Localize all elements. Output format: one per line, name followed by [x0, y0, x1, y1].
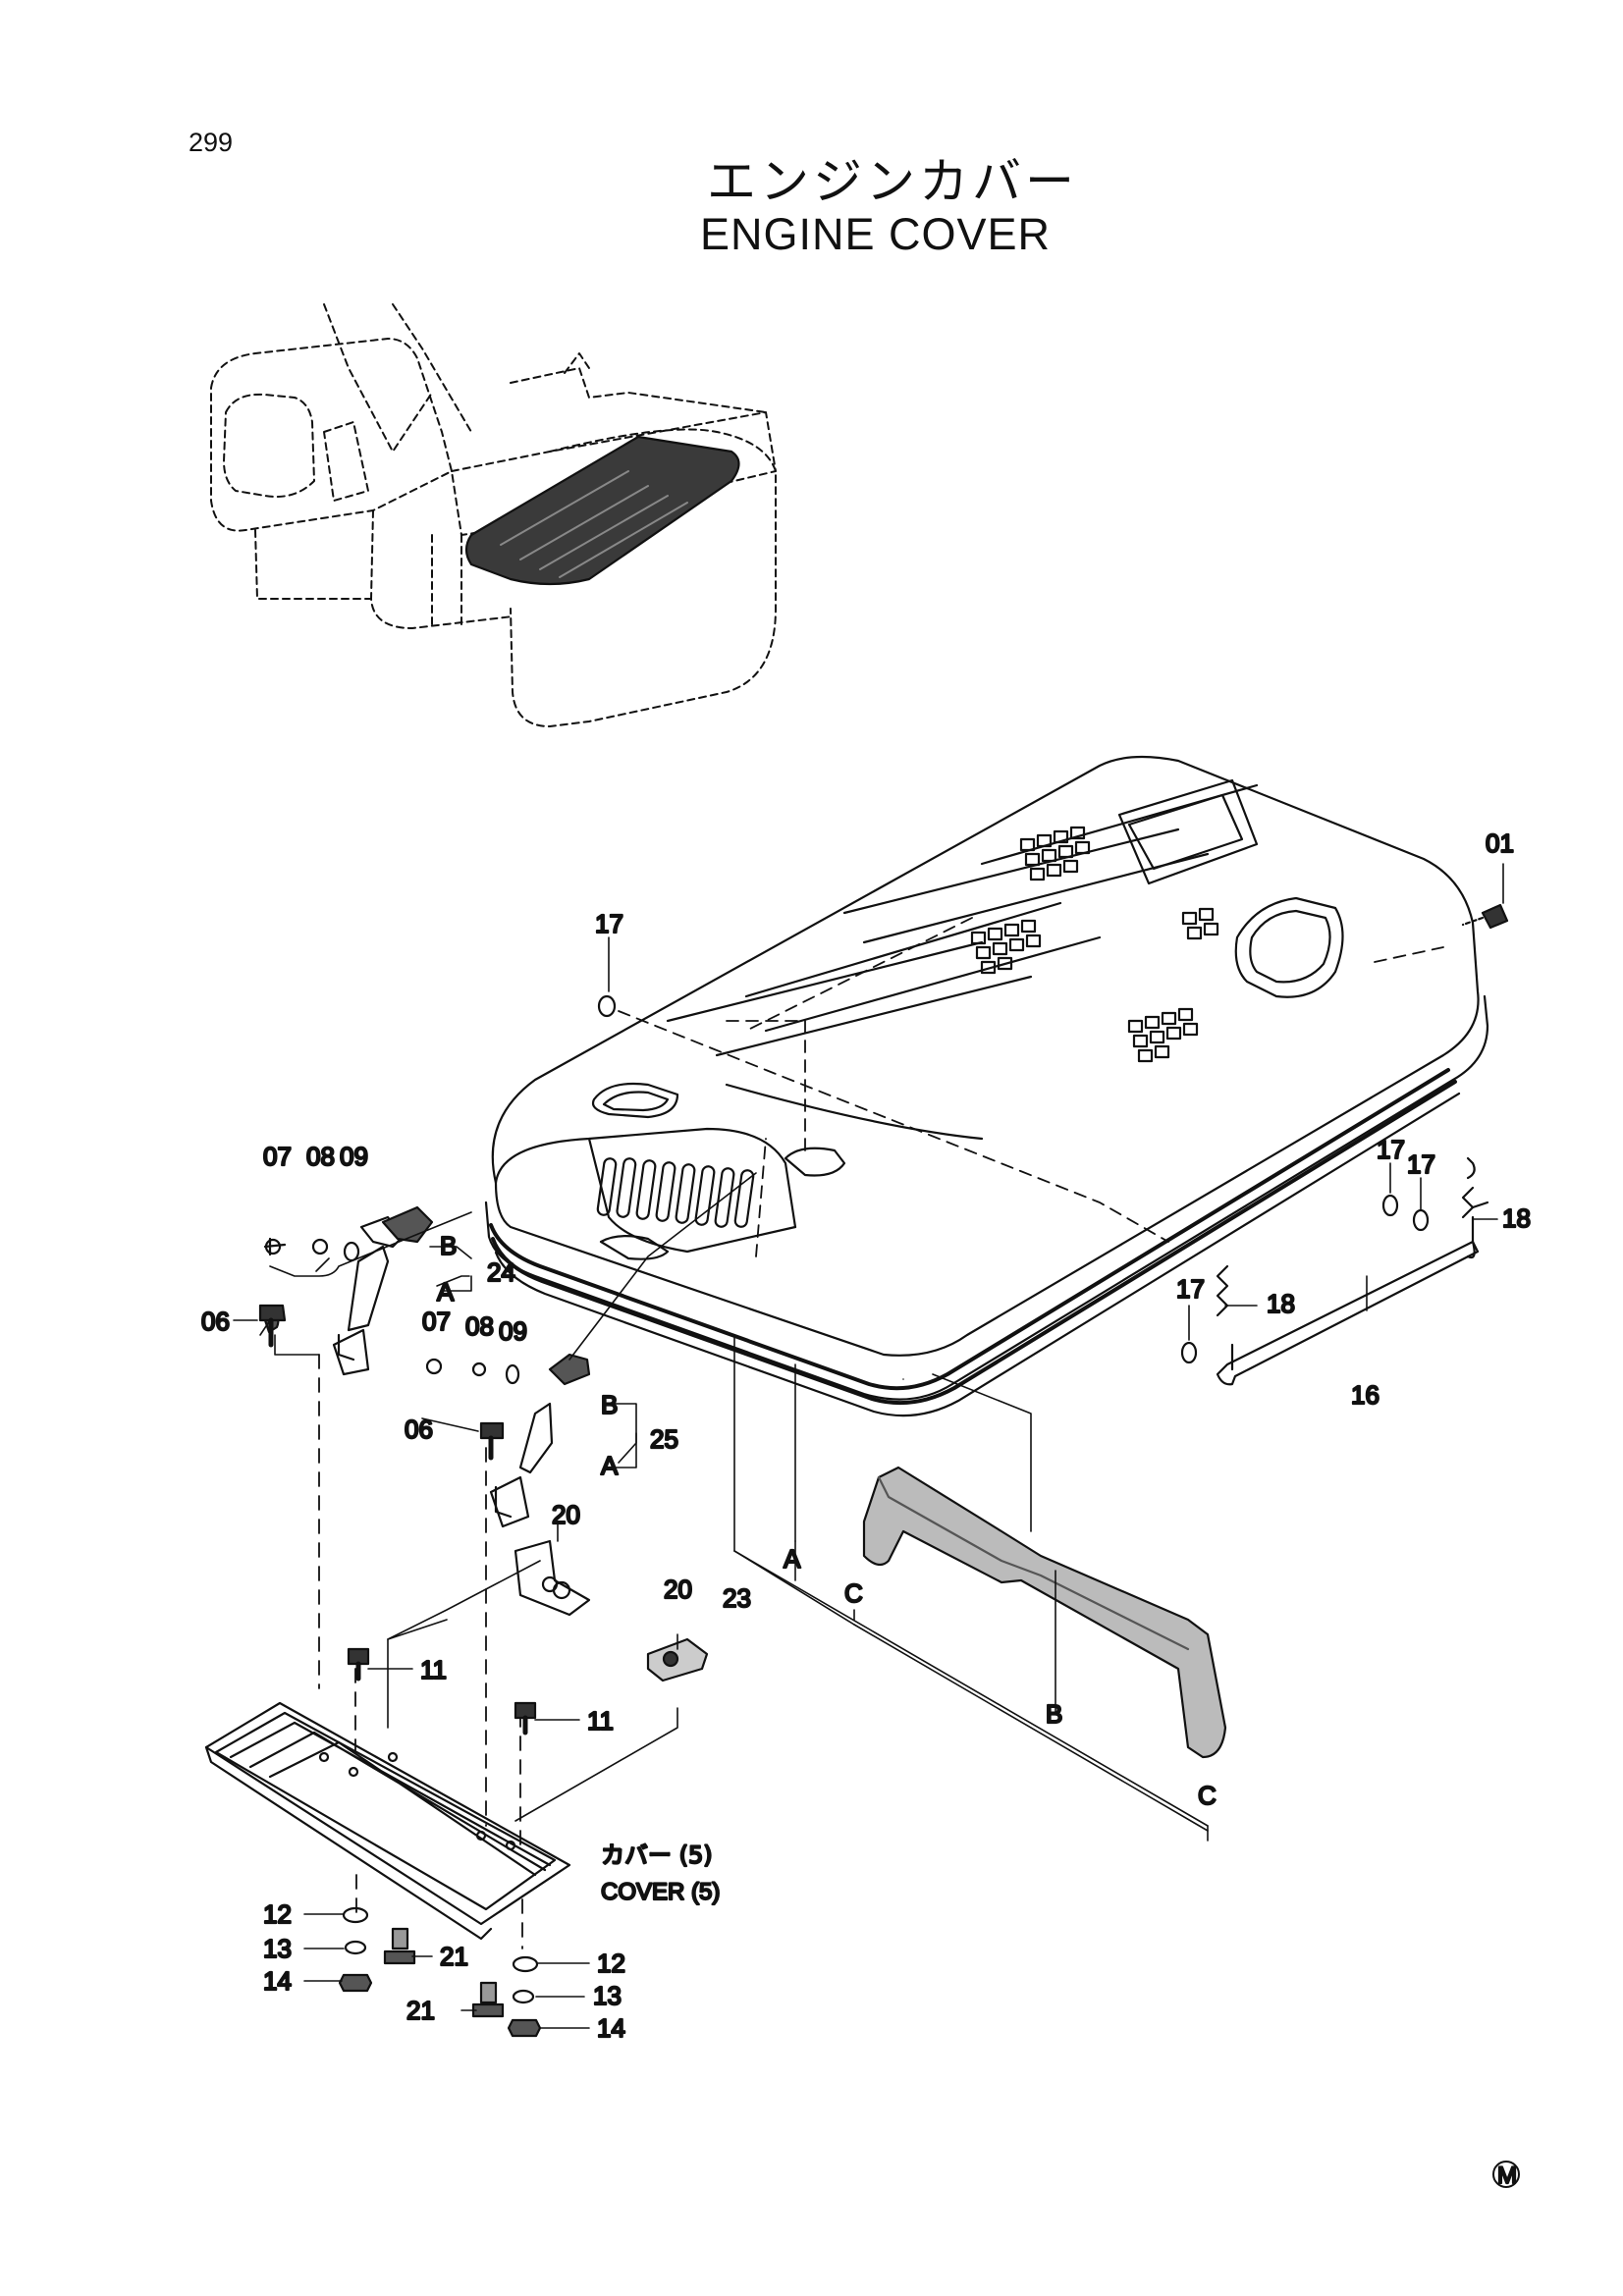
bracket-part-20: [514, 1539, 709, 1682]
callout-leaders: [233, 863, 1504, 2029]
mark-letter: M: [1497, 2163, 1517, 2189]
letter-c: C: [1198, 1781, 1217, 1810]
letter-b: B: [440, 1231, 457, 1260]
callout-13: 13: [593, 1981, 622, 2010]
cover-label: COVER (5): [601, 1879, 720, 1905]
letter-b: B: [601, 1390, 618, 1419]
top-vents: [970, 778, 1344, 1063]
fastener-leader-lines: [354, 1668, 523, 1949]
callout-11: 11: [587, 1706, 614, 1735]
callout-25: 25: [650, 1424, 678, 1454]
callout-07: 07: [263, 1142, 292, 1171]
dashed-reference-lines: [618, 917, 1444, 1257]
callout-24: 24: [487, 1257, 515, 1287]
callout-13: 13: [263, 1934, 292, 1963]
engine-cover-body: [484, 755, 1489, 1417]
letter-c: C: [844, 1578, 863, 1608]
weatherstrip-part-23: [862, 1466, 1227, 1759]
letter-a: A: [437, 1277, 455, 1307]
callout-09: 09: [340, 1142, 368, 1171]
excavator-overview: [210, 303, 777, 727]
cover-label-japanese: カバー (5): [601, 1842, 713, 1869]
callout-23: 23: [723, 1583, 751, 1613]
under-cover-plate: [204, 1701, 571, 1941]
washer-17: [1381, 1194, 1399, 1217]
front-grille: [596, 1157, 755, 1228]
letter-a: A: [784, 1544, 801, 1574]
callout-18: 18: [1267, 1289, 1295, 1318]
callout-21: 21: [406, 1996, 435, 2025]
callout-17: 17: [595, 909, 623, 938]
latch-assembly-25: [485, 1353, 591, 1827]
callout-16: 16: [1351, 1380, 1380, 1410]
callout-17: 17: [1176, 1274, 1205, 1304]
washer-17: [1180, 1341, 1198, 1364]
callout-20: 20: [552, 1500, 580, 1529]
letter-a: A: [601, 1451, 619, 1480]
callout-20: 20: [664, 1575, 692, 1604]
latch-assembly-24: [263, 1205, 434, 1689]
callout-06: 06: [405, 1415, 433, 1444]
callout-07: 07: [422, 1307, 451, 1336]
letter-b: B: [1046, 1699, 1062, 1729]
seal-part-16-18: [1216, 1186, 1489, 1386]
callout-08: 08: [306, 1142, 335, 1171]
callout-01: 01: [1486, 828, 1514, 858]
callout-14: 14: [597, 2013, 625, 2043]
callout-09: 09: [499, 1316, 527, 1346]
page-number: 299: [189, 128, 234, 157]
leader-lines: [259, 1172, 1209, 1842]
bolt-01: [1481, 903, 1509, 930]
callout-12: 12: [597, 1949, 625, 1978]
circled-m-mark: M: [1492, 2161, 1520, 2190]
page-title: ENGINE COVER: [700, 209, 1052, 259]
callout-21: 21: [440, 1942, 468, 1971]
fastener-parts: [258, 903, 1509, 2038]
highlighted-engine-cover: [464, 435, 740, 586]
callout-14: 14: [263, 1966, 292, 1996]
callout-17: 17: [1407, 1149, 1435, 1179]
washer-17: [597, 994, 617, 1018]
callout-17: 17: [1377, 1135, 1405, 1164]
callout-12: 12: [263, 1899, 292, 1929]
callout-18: 18: [1502, 1203, 1531, 1233]
callout-08: 08: [465, 1311, 494, 1341]
washer-17: [1412, 1208, 1430, 1232]
callout-11: 11: [420, 1655, 447, 1684]
callout-06: 06: [201, 1307, 230, 1336]
page-title-japanese: エンジンカバー: [707, 153, 1078, 210]
